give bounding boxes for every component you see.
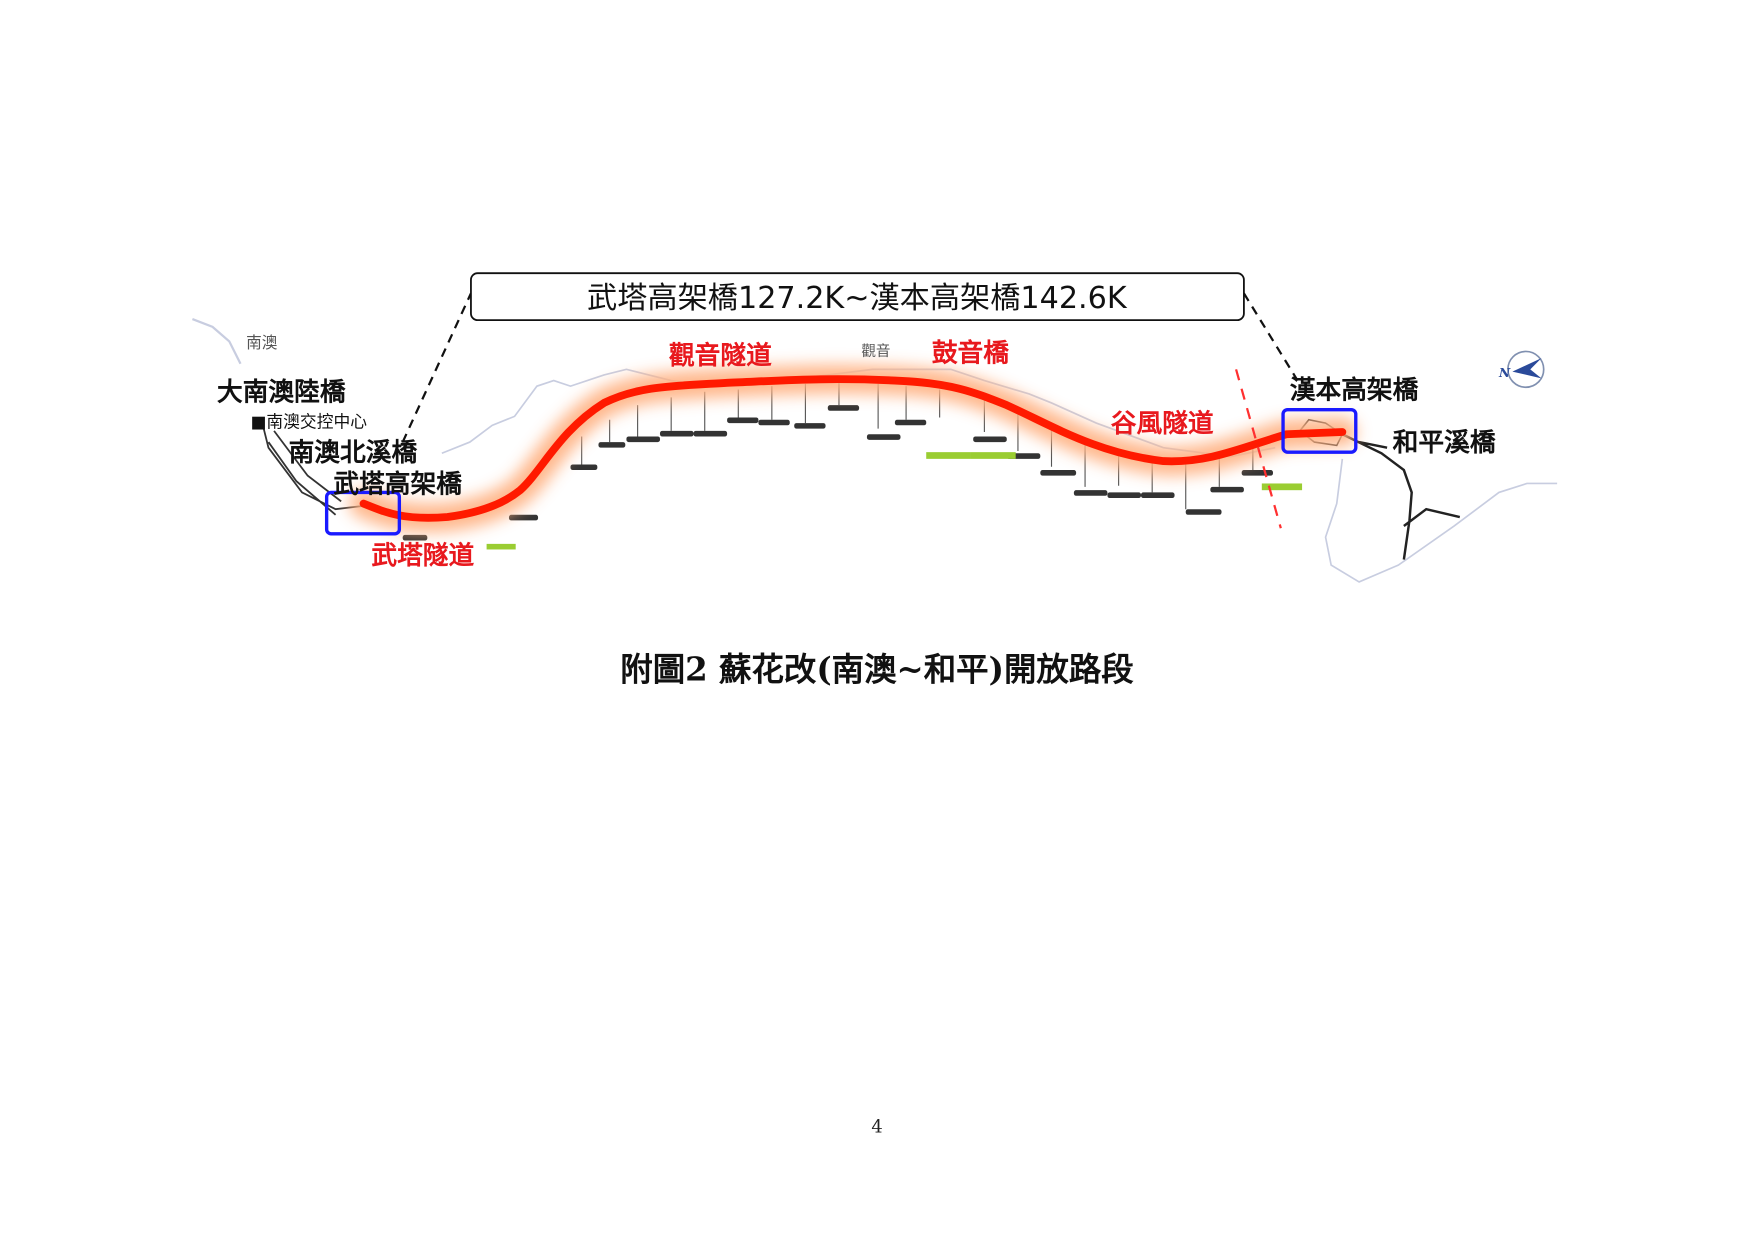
green-markers [486,452,1303,550]
page-number: 4 [871,1116,882,1137]
road-lines [1341,433,1461,560]
callout-box [470,272,1245,322]
label-heping-creek-bridge: 和平溪橋 [1393,428,1496,458]
hanben-highlight-box [1281,407,1358,454]
wuta-highlight-box [324,490,402,536]
route-line [359,375,1347,522]
label-guyin-bridge: 鼓音橋 [932,338,1009,369]
callout-text: 武塔高架橋127.2K~漢本高架橋142.6K [587,281,1128,316]
figure-caption: 附圖2 蘇花改(南澳~和平)開放路段 [620,650,1134,688]
label-wuta-viaduct: 武塔高架橋 [333,468,462,499]
boundary-line [1235,369,1282,529]
label-guanyin: 觀音 [861,343,890,360]
label-nanao: 南澳 [246,333,278,352]
label-wuta-tunnel: 武塔隧道 [371,540,474,571]
river-line [1324,458,1558,583]
label-da-nanao-bridge: 大南澳陸橋 [217,378,346,408]
svg-text:N: N [1498,365,1511,380]
callout-leader-right [1242,292,1299,382]
label-nanao-north-creek-bridge: 南澳北溪橋 [289,438,418,468]
north-arrow-icon: N [1498,350,1545,389]
label-hanben-viaduct: 漢本高架橋 [1290,374,1419,405]
label-nanao-control-center: ■南澳交控中心 [251,412,368,432]
route-map: 武塔高架橋127.2K~漢本高架橋142.6K 南澳 大南澳陸橋 ■南澳交控中心… [191,272,1558,583]
callout-leader-left [401,292,472,443]
river-line [191,317,242,365]
label-guanyin-tunnel: 觀音隧道 [669,340,772,371]
station-markers [581,382,1254,510]
label-gufeng-tunnel: 谷風隧道 [1111,408,1214,439]
